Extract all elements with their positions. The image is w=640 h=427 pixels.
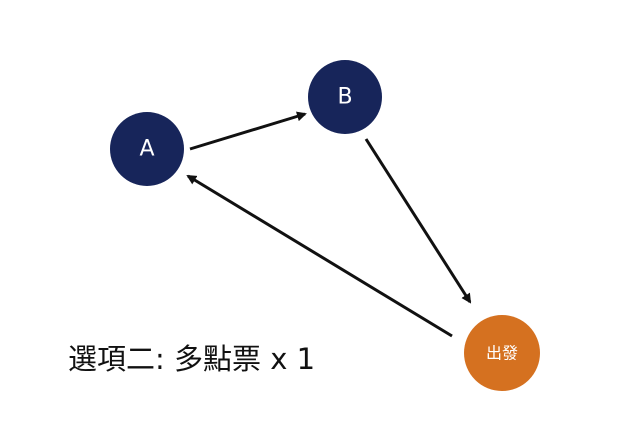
node-start-label: 出發 (486, 344, 518, 363)
edge-start-to-a (186, 174, 453, 338)
node-a: A (110, 112, 184, 186)
node-b: B (308, 60, 382, 134)
node-b-label: B (337, 85, 352, 110)
edge-a-to-b (189, 111, 307, 151)
node-start: 出發 (464, 315, 540, 391)
caption: 選項二: 多點票 x 1 (68, 342, 316, 376)
edge-b-to-start (364, 138, 472, 304)
node-a-label: A (139, 137, 154, 162)
